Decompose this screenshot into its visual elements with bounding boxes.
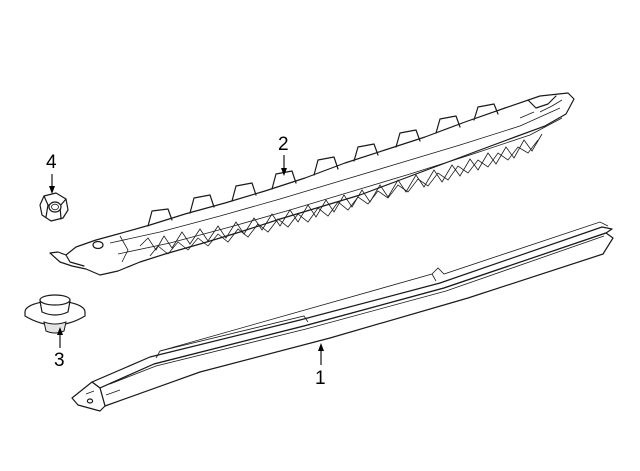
leader-2 [281,155,287,176]
leader-3 [57,327,63,348]
leader-1 [318,343,324,365]
callout-label-4: 4 [46,152,57,173]
callout-label-3: 3 [54,350,65,371]
leader-4 [49,174,55,194]
callout-label-1: 1 [315,368,326,389]
part-molding-1[interactable] [71,221,614,412]
callout-label-2: 2 [278,134,289,155]
part-nut-4[interactable] [39,192,69,222]
part-bracket-2[interactable] [49,92,575,276]
part-clip-3[interactable] [24,294,86,334]
